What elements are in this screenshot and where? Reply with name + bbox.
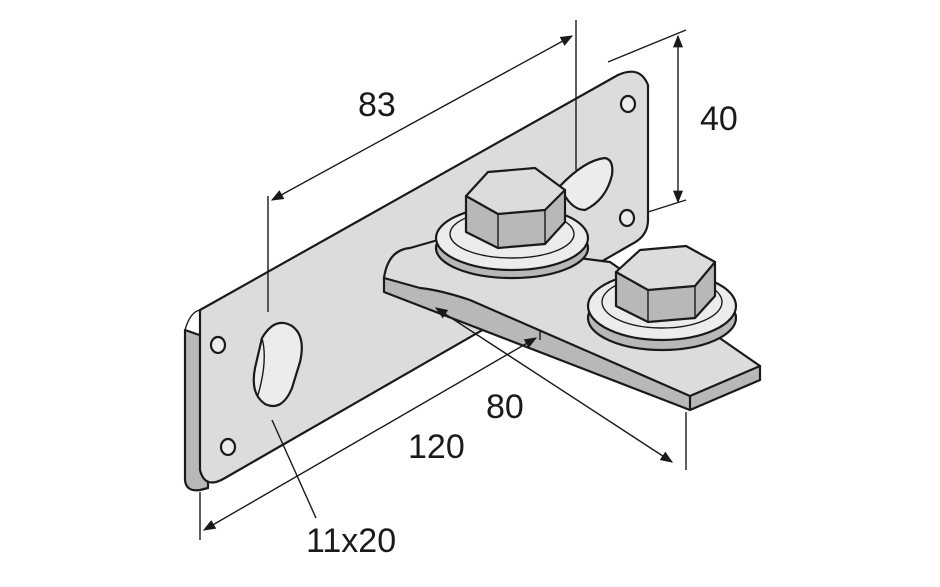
dimension-80-label: 80 bbox=[486, 388, 524, 426]
dimension-83-label: 83 bbox=[358, 86, 396, 124]
dimension-83: 83 bbox=[267, 20, 577, 312]
screw-hole bbox=[219, 437, 237, 457]
plate-corner bbox=[184, 309, 201, 331]
screw-hole bbox=[618, 208, 636, 228]
hex-head-upper-edges bbox=[497, 210, 546, 248]
dimension-slot: 11x20 bbox=[271, 419, 396, 560]
dimension-120: 120 bbox=[199, 330, 541, 540]
dimension-120-label: 120 bbox=[408, 428, 465, 466]
extension-line bbox=[647, 199, 687, 213]
dimension-slot-label: 11x20 bbox=[306, 522, 396, 560]
extension-line bbox=[607, 29, 687, 63]
dimension-line bbox=[202, 337, 538, 531]
dimension-line bbox=[434, 307, 674, 463]
screw-hole bbox=[619, 94, 637, 114]
screw-hole bbox=[209, 335, 227, 355]
dimension-40: 40 bbox=[607, 29, 738, 213]
leader-line bbox=[271, 419, 317, 519]
dimension-40-label: 40 bbox=[700, 100, 738, 138]
dimension-line bbox=[270, 35, 574, 201]
